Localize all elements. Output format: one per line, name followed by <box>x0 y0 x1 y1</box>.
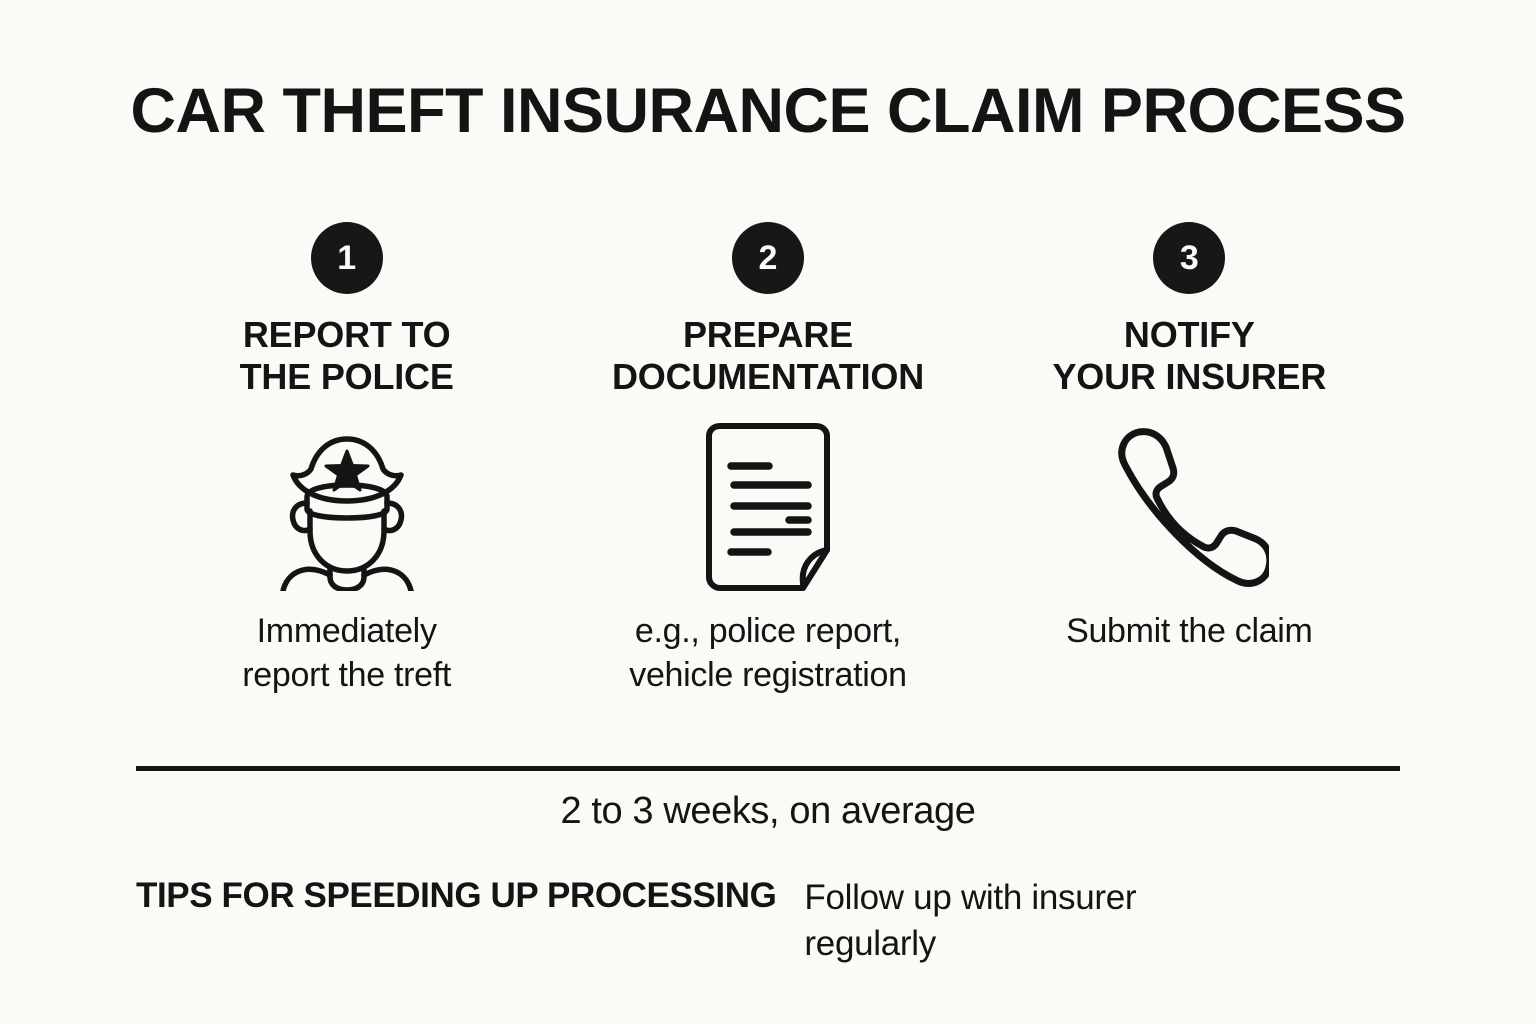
step-1: 1 REPORT TO THE POLICE <box>136 222 557 697</box>
step-heading-3: NOTIFY YOUR INSURER <box>1052 314 1327 398</box>
section-divider <box>136 766 1400 771</box>
steps-row: 1 REPORT TO THE POLICE <box>136 222 1400 697</box>
step-heading-2: PREPARE DOCUMENTATION <box>611 314 924 398</box>
step-3: 3 NOTIFY YOUR INSURER Submit the claim <box>979 222 1400 653</box>
page-title: CAR THEFT INSURANCE CLAIM PROCESS <box>130 76 1406 146</box>
step-caption-3: Submit the claim <box>1066 611 1313 650</box>
duration-text: 2 to 3 weeks, on average <box>560 790 976 832</box>
step-number-badge-1: 1 <box>310 222 383 294</box>
step-caption-2: e.g., police report, vehicle registratio… <box>629 611 907 695</box>
tips-label: TIPS FOR SPEEDING UP PROCESSING <box>136 876 777 915</box>
document-icon <box>693 421 843 593</box>
phone-handset-icon <box>1109 421 1270 593</box>
tips-row: TIPS FOR SPEEDING UP PROCESSING Follow u… <box>136 875 1436 966</box>
step-caption-1: Immediately report the treft <box>242 611 452 695</box>
step-number-badge-3: 3 <box>1153 222 1226 294</box>
tips-text: Follow up with insurer regularly <box>804 878 1137 963</box>
step-2: 2 PREPARE DOCUMENTATION e.g., police rep… <box>557 222 978 697</box>
step-heading-1: REPORT TO THE POLICE <box>239 314 454 398</box>
step-number-badge-2: 2 <box>731 222 804 294</box>
police-officer-icon <box>263 421 431 593</box>
